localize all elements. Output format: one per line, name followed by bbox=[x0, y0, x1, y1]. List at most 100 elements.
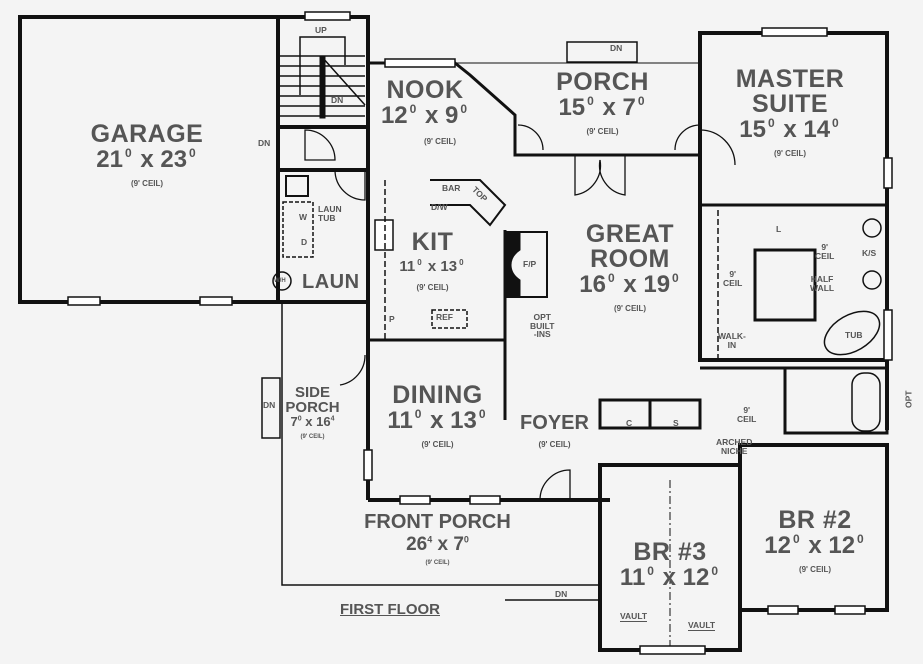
stairs-down-note: DN bbox=[331, 95, 344, 105]
walk-1: WALK- bbox=[718, 331, 746, 341]
kitchen-name: KIT bbox=[411, 228, 454, 256]
porch-ceiling: (9' CEIL) bbox=[586, 127, 619, 136]
garage-walls bbox=[18, 15, 280, 304]
kitchen-ceiling: (9' CEIL) bbox=[416, 283, 449, 292]
hall-ceiling-note: 9'CEIL bbox=[737, 406, 756, 423]
master-name-1: MASTER bbox=[735, 65, 845, 93]
half-2: WALL bbox=[810, 282, 835, 293]
linen-label: L bbox=[776, 224, 782, 234]
opt-2: BUILT bbox=[530, 320, 555, 331]
side-porch-ceiling: (9' CEIL) bbox=[300, 434, 325, 440]
br2-name: BR #2 bbox=[778, 506, 852, 534]
dishwasher-label: D/W bbox=[431, 202, 448, 212]
laundry-name: LAUN bbox=[302, 271, 360, 293]
half-1: HALF bbox=[810, 274, 834, 284]
arched-1: ARCHED bbox=[716, 437, 753, 447]
dining-name: DINING bbox=[392, 381, 483, 409]
walk-2: IN bbox=[727, 339, 737, 350]
tub-label: TUB bbox=[845, 330, 863, 340]
hall-nine: 9' bbox=[743, 405, 751, 415]
br2-ceiling: (9' CEIL) bbox=[798, 565, 832, 574]
porch-step-down-note: DN bbox=[610, 43, 623, 53]
washer-label: W bbox=[299, 212, 308, 222]
bath-ceiling-note: 9'CEIL bbox=[815, 243, 834, 260]
foyer-ceiling: (9' CEIL) bbox=[538, 440, 571, 449]
foyer-name: FOYER bbox=[520, 412, 589, 434]
water-heater-label: W/H bbox=[274, 278, 286, 284]
side-porch-name-1: SIDE bbox=[294, 384, 330, 401]
br3-name: BR #3 bbox=[633, 538, 707, 566]
great-ceiling: (9' CEIL) bbox=[613, 304, 647, 313]
closet-ceiling-note: 9'CEIL bbox=[723, 270, 742, 287]
great-name-2: ROOM bbox=[590, 245, 670, 273]
vault-note-1: VAULT bbox=[620, 611, 648, 622]
front-porch-name: FRONT PORCH bbox=[364, 511, 511, 533]
vault-note-2: VAULT bbox=[688, 620, 716, 631]
closet-ceil: CEIL bbox=[723, 277, 743, 288]
side-porch-label: SIDE PORCH 70 x 164 (9' CEIL) bbox=[285, 385, 340, 440]
great-name-1: GREAT bbox=[585, 220, 675, 248]
coat-closet-label: C bbox=[626, 418, 633, 428]
front-porch-dimensions: 264 x 70 bbox=[406, 534, 469, 555]
kneespace-label: K/S bbox=[862, 248, 877, 258]
front-porch-label: FRONT PORCH 264 x 70 (9' CEIL) bbox=[335, 512, 540, 566]
walk-in-note: WALK-IN bbox=[718, 332, 746, 349]
refrigerator-label: REF bbox=[436, 312, 453, 322]
front-porch-outline bbox=[281, 302, 505, 586]
opt-tub-note: OPT bbox=[903, 390, 914, 408]
master-ceiling: (9' CEIL) bbox=[773, 149, 807, 158]
front-step-down-note: DN bbox=[555, 589, 568, 599]
laun-tub-1: LAUN bbox=[318, 204, 342, 214]
arched-2: NICHE bbox=[720, 445, 748, 456]
side-porch-dimensions: 70 x 164 bbox=[290, 414, 335, 429]
garage-name: GARAGE bbox=[90, 120, 204, 148]
porch-name: PORCH bbox=[556, 68, 649, 96]
closet-nine: 9' bbox=[729, 269, 737, 279]
bath-ceil: CEIL bbox=[815, 250, 835, 261]
stairs-up-note: UP bbox=[315, 25, 327, 35]
floor-title: FIRST FLOOR bbox=[340, 601, 440, 618]
br2-walls bbox=[738, 443, 889, 612]
front-porch-ceiling: (9' CEIL) bbox=[425, 560, 450, 566]
hall-ceil: CEIL bbox=[737, 413, 757, 424]
laun-tub-2: TUB bbox=[318, 212, 336, 223]
side-porch-name-2: PORCH bbox=[285, 399, 340, 416]
master-name-2: SUITE bbox=[751, 90, 829, 118]
opt-1: OPT bbox=[533, 312, 551, 322]
dining-ceiling: (9' CEIL) bbox=[421, 440, 454, 449]
pantry-label: P bbox=[389, 314, 395, 324]
nook-name: NOOK bbox=[386, 76, 464, 104]
bar-label: BAR bbox=[442, 183, 461, 193]
opt-3: -INS bbox=[533, 329, 551, 339]
dryer-label: D bbox=[301, 237, 308, 247]
side-porch-step-down-note: DN bbox=[263, 400, 276, 410]
nook-ceiling: (9' CEIL) bbox=[423, 137, 457, 146]
storage-closet-label: S bbox=[673, 418, 679, 428]
fireplace-label: F/P bbox=[523, 259, 537, 269]
garage-step-down-note: DN bbox=[258, 138, 271, 148]
foyer-label: FOYER (9' CEIL) bbox=[512, 413, 597, 449]
